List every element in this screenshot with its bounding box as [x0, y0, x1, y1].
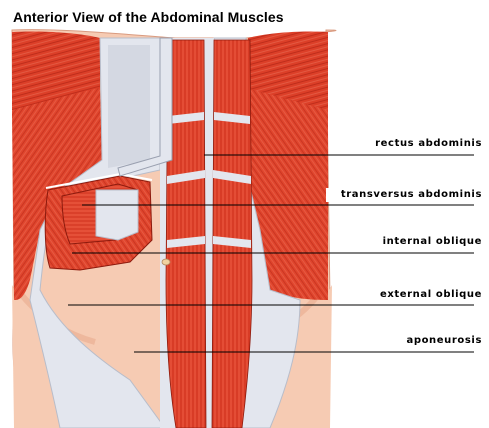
umbilicus	[162, 259, 170, 265]
aponeurosis-shade	[108, 45, 150, 168]
label-internal-oblique: internal oblique	[383, 236, 482, 247]
rectus-right	[212, 40, 252, 428]
label-rectus-abdominis: rectus abdominis	[375, 138, 482, 149]
label-aponeurosis: aponeurosis	[406, 335, 482, 346]
label-external-oblique: external oblique	[380, 289, 482, 300]
label-transversus-abdominis: transversus abdominis	[341, 189, 482, 200]
transversus-window-sheet	[96, 190, 138, 240]
